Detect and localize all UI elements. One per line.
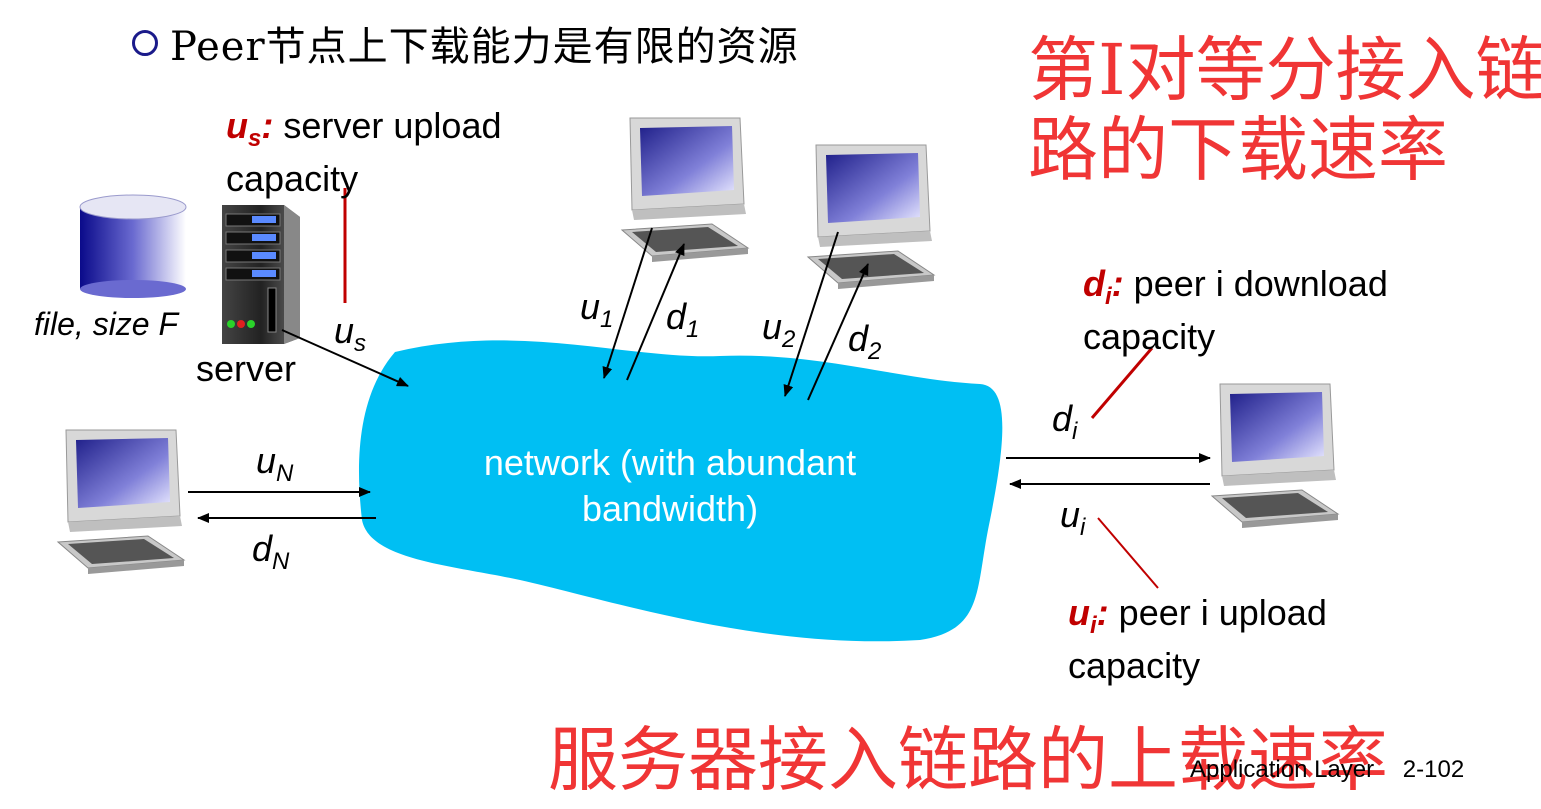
d2-arrow bbox=[807, 263, 869, 401]
server-label: server bbox=[196, 348, 297, 389]
upload-note-text2: capacity bbox=[1068, 645, 1201, 687]
download-note-text1: peer i download bbox=[1123, 263, 1388, 304]
computer-icon-n bbox=[57, 429, 185, 575]
computer-icon-1 bbox=[621, 117, 749, 263]
u2-arrow bbox=[783, 231, 839, 397]
label-us: us bbox=[334, 310, 367, 357]
download-note: di: peer i download capacity bbox=[1083, 264, 1388, 357]
upload-note: ui: peer i upload capacity bbox=[1068, 593, 1327, 686]
server-upload-note: us: server upload capacity bbox=[226, 106, 502, 199]
footer-page: 2-102 bbox=[1402, 756, 1465, 783]
server-note-colon: : bbox=[261, 105, 274, 146]
network-label-line1: network (with abundant bbox=[483, 442, 857, 483]
upload-note-text1: peer i upload bbox=[1108, 592, 1327, 633]
u1-arrow bbox=[602, 227, 653, 379]
server-note-var: u bbox=[226, 105, 248, 146]
bullet-circle-icon bbox=[132, 30, 158, 56]
file-label: file, size F bbox=[34, 306, 179, 342]
server-note-text1: server upload bbox=[273, 105, 502, 146]
us-arrow bbox=[281, 329, 409, 387]
upload-note-colon: : bbox=[1096, 592, 1109, 633]
network-cloud bbox=[358, 340, 1003, 642]
annotation-bottom: 服务器接入链路的上载速率 bbox=[548, 719, 1388, 801]
label-d1: d1 bbox=[666, 296, 700, 343]
download-note-text2: capacity bbox=[1083, 316, 1216, 358]
upload-note-var: u bbox=[1068, 592, 1090, 633]
label-u2: u2 bbox=[762, 306, 796, 353]
download-note-sub: i bbox=[1105, 283, 1112, 311]
download-pointer bbox=[1090, 347, 1154, 419]
network-label-line2: bandwidth) bbox=[581, 488, 759, 529]
server-note-text2: capacity bbox=[226, 158, 359, 200]
label-di: di bbox=[1052, 398, 1078, 445]
footer: Application Layer 2-102 bbox=[1190, 756, 1464, 784]
annotation-top-line1: 第I对等分接入链 bbox=[1028, 29, 1541, 111]
database-icon bbox=[79, 194, 187, 298]
server-icon bbox=[222, 205, 300, 344]
title-text: Peer节点上下载能力是有限的资源 bbox=[170, 24, 799, 70]
label-ui: ui bbox=[1060, 494, 1086, 541]
footer-text: Application Layer bbox=[1190, 756, 1375, 783]
label-dN: dN bbox=[252, 528, 290, 575]
network-label: network (with abundant bandwidth) bbox=[420, 440, 920, 532]
computer-icon-i bbox=[1211, 383, 1339, 529]
download-note-var: d bbox=[1083, 263, 1105, 304]
label-uN: uN bbox=[256, 440, 294, 487]
download-note-colon: : bbox=[1111, 263, 1124, 304]
annotation-top-line2: 路的下载速率 bbox=[1028, 109, 1448, 191]
d1-arrow bbox=[626, 243, 685, 381]
upload-note-sub: i bbox=[1090, 612, 1097, 640]
label-d2: d2 bbox=[848, 318, 882, 365]
bullet-title: Peer节点上下载能力是有限的资源 bbox=[132, 14, 799, 72]
server-note-sub: s bbox=[248, 125, 262, 153]
label-u1: u1 bbox=[580, 286, 614, 333]
upload-pointer bbox=[1097, 517, 1159, 589]
annotation-top: 第I对等分接入链 路的下载速率 bbox=[1028, 30, 1541, 190]
